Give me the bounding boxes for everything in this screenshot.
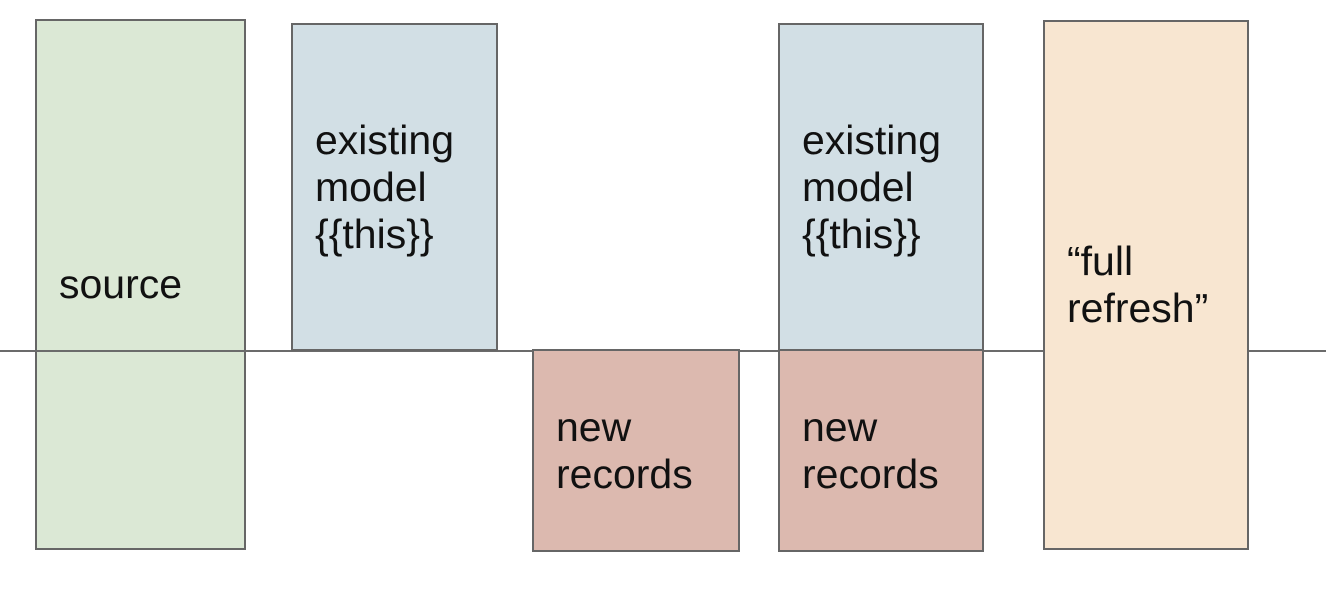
full-refresh-box: “full refresh”	[1043, 20, 1249, 550]
full-refresh-box-label: “full refresh”	[1067, 238, 1209, 331]
existing-model-box-1-label: existing model {{this}}	[315, 116, 455, 257]
new-records-box-2-label: new records	[802, 403, 939, 497]
new-records-box-2: new records	[778, 349, 984, 552]
existing-model-box-1: existing model {{this}}	[291, 23, 498, 351]
existing-model-box-2-label: existing model {{this}}	[802, 116, 942, 257]
new-records-box-1-label: new records	[556, 403, 693, 497]
new-records-box-1: new records	[532, 349, 740, 552]
source-box-label: source	[59, 261, 183, 307]
existing-model-box-2: existing model {{this}}	[778, 23, 984, 351]
source-box: source	[35, 19, 246, 550]
